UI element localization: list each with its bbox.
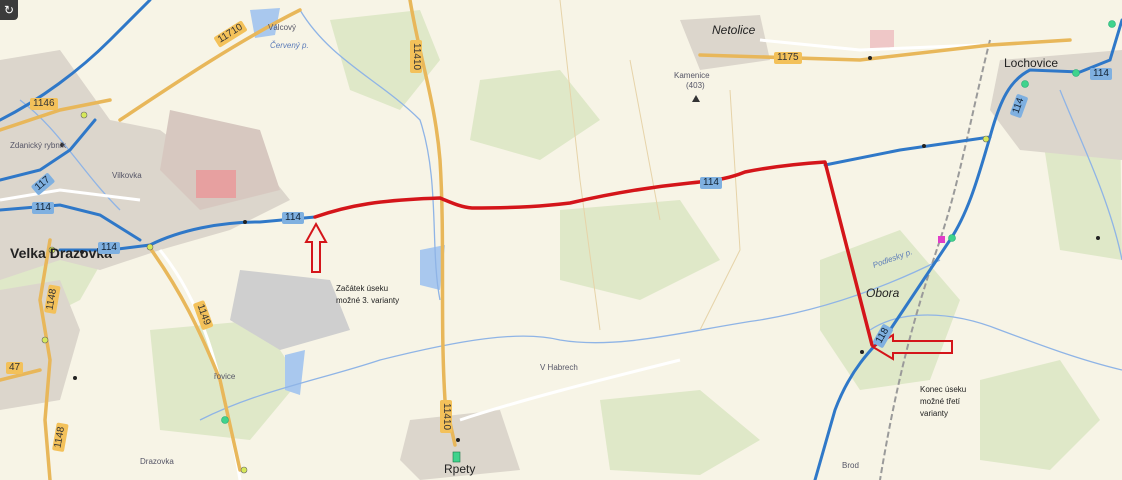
urban-areas (0, 15, 1122, 480)
road-shield-11410: 11410 (440, 400, 452, 434)
end-arrow (871, 333, 953, 361)
place-label-vilkovka: Vilkovka (112, 171, 142, 180)
end-annotation: Konec úseku možné třetí varianty (920, 384, 966, 420)
road-shield-114: 114 (98, 242, 120, 254)
start-annotation: Začátek úseku možné 3. varianty (336, 283, 399, 307)
end-annotation-line: varianty (920, 409, 949, 418)
start-annotation-line: Začátek úseku (336, 284, 389, 293)
place-label-valcovy: Válcový (268, 23, 297, 32)
elevation-triangle (692, 95, 700, 102)
place-label-v-habrech: V Habrech (540, 363, 578, 372)
place-label-kamenice: Kamenice (674, 71, 710, 80)
place-label-drazovka: řovice (214, 372, 236, 381)
road-markers (41, 20, 1116, 474)
road-shield-11410: 11410 (410, 40, 422, 74)
road-shield-114: 114 (1090, 68, 1112, 80)
refresh-icon: ↻ (3, 3, 15, 17)
place-label-horovice: Velka Drazovka (10, 245, 112, 261)
railway (879, 39, 991, 480)
place-label-velka-drazovka: Drazovka (140, 457, 174, 466)
refresh-button[interactable]: ↻ (0, 0, 18, 20)
stream-label-cerveny: Červený p. (270, 41, 309, 50)
industrial-areas (196, 30, 894, 198)
forest-areas (0, 10, 1122, 475)
route-variant-3 (313, 160, 874, 347)
minor-roads (0, 38, 981, 480)
place-label-obora: Obora (866, 286, 900, 300)
road-shield-1175: 1175 (774, 52, 802, 64)
place-label-netolice: Netolice (712, 23, 756, 37)
place-label-brod: Brod (842, 461, 859, 470)
place-label-kamenice-elevation: (403) (686, 81, 705, 90)
place-label-rpety: Rpety (444, 462, 476, 476)
road-shield-1146: 1146 (30, 98, 58, 110)
road-shield-114: 114 (32, 202, 54, 214)
start-arrow (304, 221, 328, 273)
start-annotation-line: možné 3. varianty (336, 296, 400, 305)
tracks (559, 0, 741, 331)
end-annotation-line: Konec úseku (920, 385, 967, 394)
end-annotation-line: možné třetí (920, 397, 961, 406)
road-shield-114: 114 (282, 212, 304, 224)
place-label-zdanicky: Zdanický rybník (10, 141, 67, 150)
road-shield-47: 47 (6, 362, 24, 374)
road-shield-114: 114 (700, 177, 722, 189)
place-label-lochovice: Lochovice (1004, 56, 1059, 70)
